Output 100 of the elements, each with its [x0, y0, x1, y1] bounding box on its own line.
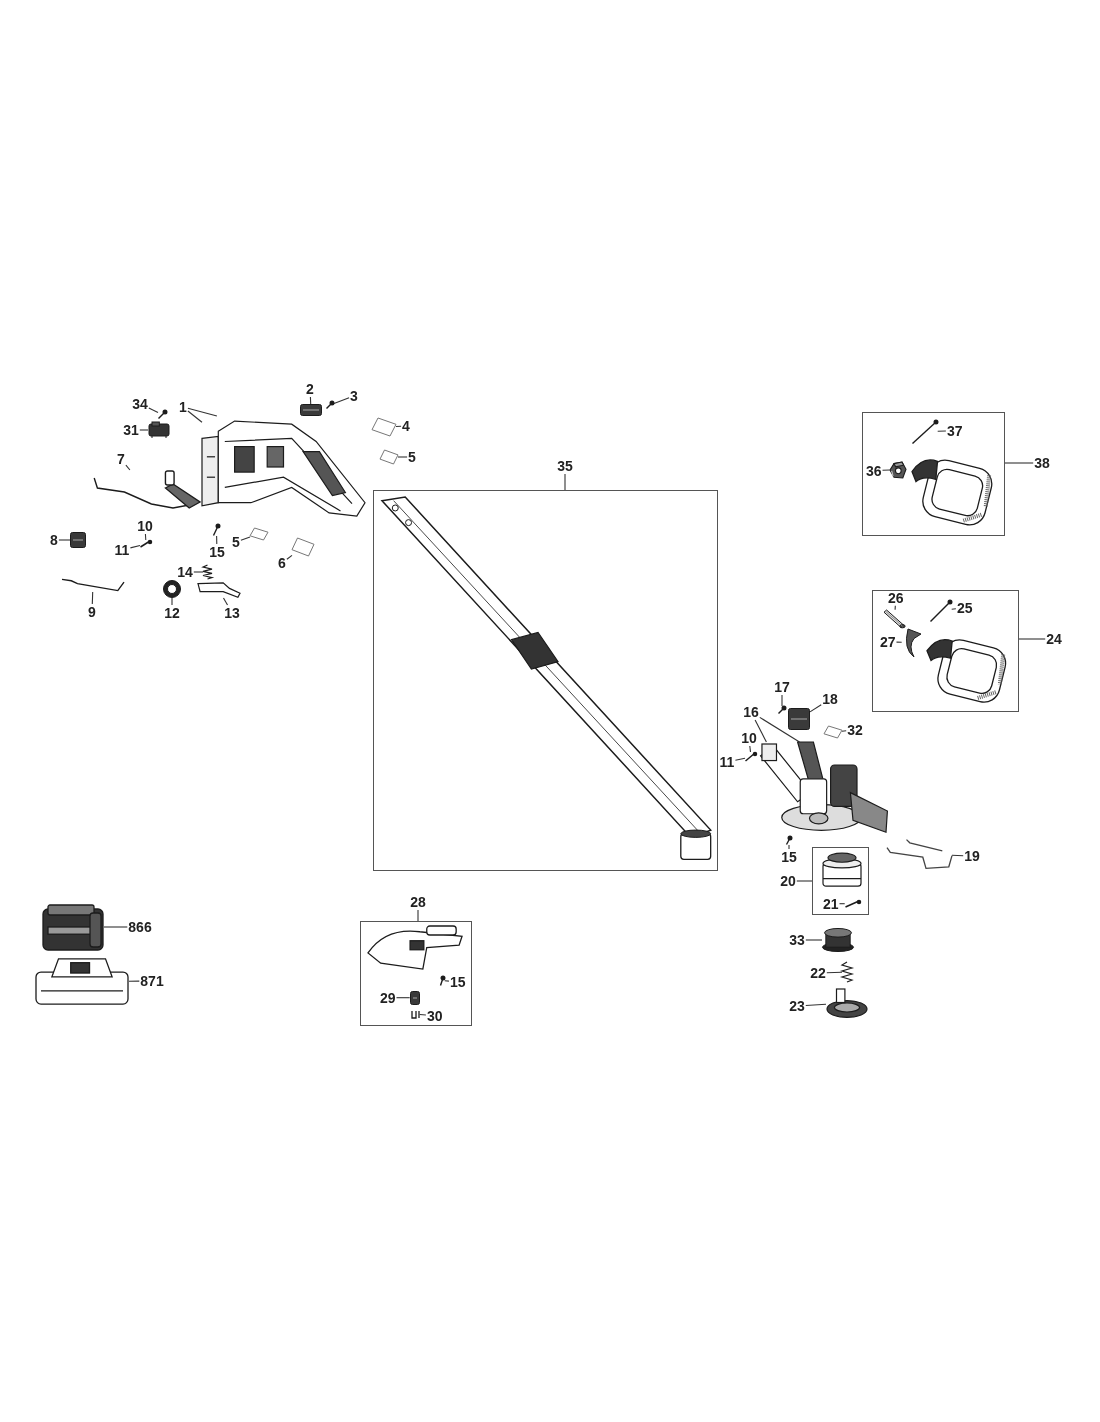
leader-line [796, 880, 813, 882]
knob-drawing [163, 580, 181, 598]
leader-line [139, 429, 149, 431]
nut-drawing [889, 461, 906, 478]
screw-drawing [439, 975, 445, 986]
callout-number: 17 [773, 679, 791, 695]
spool-drawing [822, 928, 854, 952]
spool-cover-drawing [821, 851, 862, 890]
callout-number: 37 [945, 422, 964, 439]
group-frame [360, 921, 472, 1026]
part-drawing [70, 532, 86, 548]
callout-number: 31 [122, 422, 140, 438]
leader-line [91, 591, 94, 605]
battery-drawing [42, 903, 104, 951]
leader-line [1018, 638, 1046, 640]
callout-number: 6 [277, 555, 287, 571]
callout-number: 35 [556, 458, 574, 474]
callout-number: 11 [718, 754, 736, 770]
callout-number: 8 [49, 532, 59, 548]
group-frame [812, 847, 869, 915]
callout-number: 866 [127, 919, 153, 935]
leader-line [395, 997, 411, 999]
part-drawing [788, 708, 810, 730]
leader-line [809, 704, 822, 713]
callout-number: 16 [742, 704, 760, 720]
leader-line [129, 544, 141, 549]
wire-drawing [62, 578, 124, 592]
spring-drawing [203, 565, 212, 579]
group-frame [872, 590, 1019, 712]
clip-drawing [411, 1010, 420, 1018]
part-drawing [409, 990, 420, 1005]
callout-number: 23 [788, 998, 806, 1014]
leader-line [838, 903, 846, 905]
leader-line [805, 939, 823, 941]
leader-line [187, 407, 218, 417]
leader-line [895, 641, 903, 643]
leader-line [781, 694, 783, 707]
wire-drawing [92, 470, 200, 510]
label-drawing [292, 538, 314, 556]
callout-number: 15 [780, 849, 798, 865]
callout-number: 15 [448, 973, 467, 990]
screw-drawing [911, 419, 938, 444]
guard-drawing [365, 924, 464, 970]
callout-number: 9 [87, 604, 97, 620]
leader-line [826, 971, 843, 974]
leader-line [128, 980, 140, 982]
callout-number: 10 [740, 730, 758, 746]
callout-number: 12 [163, 605, 181, 621]
switch-drawing [148, 421, 170, 439]
callout-number: 29 [378, 989, 397, 1006]
leader-line [222, 597, 229, 606]
callout-number: 1 [178, 399, 188, 415]
leader-line [148, 407, 159, 413]
callout-number: 18 [821, 691, 839, 707]
leader-line [395, 425, 402, 428]
leader-line [286, 554, 293, 560]
leader-line [937, 430, 947, 432]
callout-number: 26 [886, 589, 905, 606]
callout-number: 13 [223, 605, 241, 621]
screw-drawing [213, 524, 220, 536]
screw-drawing [786, 836, 792, 845]
callout-number: 15 [208, 544, 226, 560]
leader-line [144, 533, 147, 541]
callout-number: 5 [231, 534, 241, 550]
callout-number: 19 [963, 848, 981, 864]
leader-line [951, 608, 957, 610]
spring-drawing [842, 962, 852, 982]
leader-line [788, 844, 790, 850]
leader-line [564, 473, 566, 491]
leader-line [749, 745, 752, 753]
leader-line [754, 719, 767, 743]
group-frame [862, 412, 1005, 536]
leader-line [333, 397, 350, 405]
leader-line [759, 716, 801, 743]
pin-drawing [844, 899, 861, 908]
callout-number: 33 [788, 932, 806, 948]
label-drawing [824, 726, 842, 738]
callout-number: 38 [1033, 455, 1051, 471]
callout-number: 25 [955, 599, 974, 616]
leader-line [734, 757, 746, 761]
leader-line [397, 456, 408, 458]
lever-drawing [198, 582, 240, 598]
callout-number: 21 [821, 895, 840, 912]
leader-line [309, 396, 312, 405]
callout-number: 34 [131, 396, 149, 412]
callout-number: 11 [113, 542, 131, 558]
cap-drawing [826, 988, 868, 1018]
leader-line [240, 536, 251, 541]
callout-number: 4 [401, 418, 411, 434]
leader-line [805, 1003, 827, 1007]
screw-drawing [158, 410, 167, 419]
part-drawing [300, 404, 322, 416]
label-drawing [380, 450, 398, 464]
callout-number: 7 [116, 451, 126, 467]
leader-line [841, 730, 847, 732]
screw-drawing [778, 706, 786, 714]
pin-drawing [140, 540, 152, 548]
leader-line [444, 980, 450, 982]
motor-head-drawing [758, 742, 890, 834]
leader-line [125, 464, 131, 471]
